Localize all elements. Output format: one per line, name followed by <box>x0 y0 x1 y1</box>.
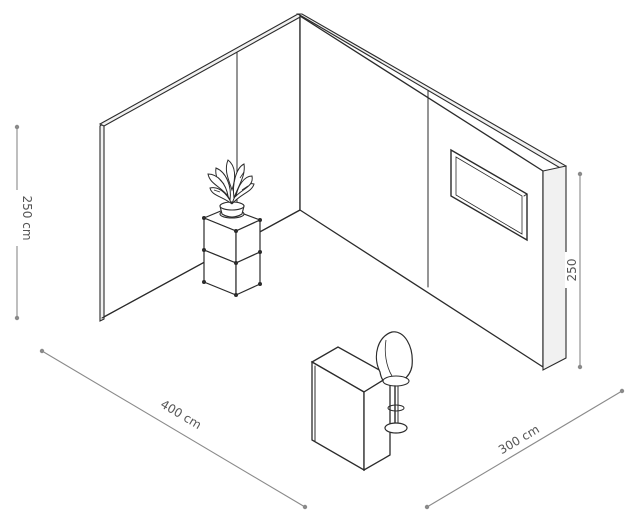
shelf-unit <box>202 207 262 297</box>
dim-height-left: 250 cm <box>11 124 34 321</box>
dim-depth: 300 cm <box>424 388 625 510</box>
wall-screen <box>450 148 528 242</box>
back-wall-left-edge <box>99 121 105 322</box>
dim-width: 400 cm <box>39 348 308 510</box>
wall-screen-inner <box>455 156 523 235</box>
wall-screen-side <box>523 193 528 197</box>
floor-back-line <box>101 209 301 319</box>
back-wall <box>101 15 301 319</box>
dim-height-right: 250 <box>565 171 583 370</box>
bar-stool <box>375 331 413 434</box>
counter-desk <box>310 346 392 472</box>
right-wall-end-panel <box>542 165 567 371</box>
dim-height-right-label: 250 <box>565 259 579 282</box>
dim-height-left-label: 250 cm <box>20 195 34 240</box>
potted-plant <box>207 159 255 219</box>
